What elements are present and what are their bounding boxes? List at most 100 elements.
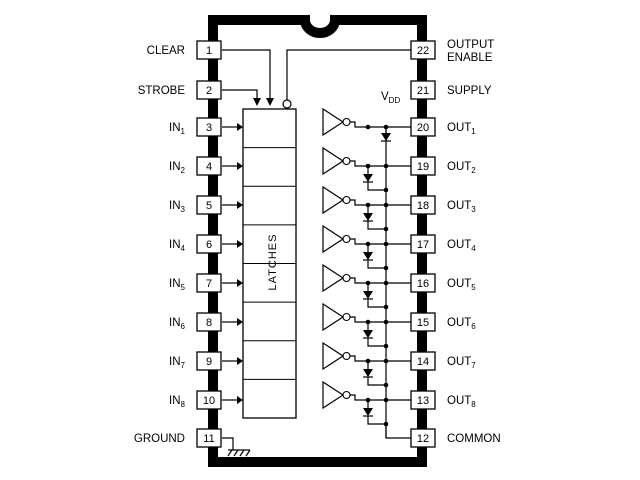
pin-number: 14 <box>417 356 429 368</box>
inverter-icon <box>322 341 345 371</box>
pin-label: OUT4 <box>447 239 476 253</box>
inverter-icon <box>322 146 345 176</box>
input-arrow-icon <box>237 396 243 404</box>
right-pin-21: 21 SUPPLY <box>410 80 492 100</box>
channel-4 <box>222 224 411 271</box>
latches-label: LATCHES <box>267 234 279 291</box>
pin-number: 19 <box>417 161 429 173</box>
pin-label: SUPPLY <box>447 85 492 97</box>
pin-number: 16 <box>417 278 429 290</box>
pin-number: 5 <box>206 200 212 212</box>
inverter-icon <box>322 263 345 293</box>
inverter-icon <box>322 185 345 215</box>
pin-number: 18 <box>417 200 429 212</box>
left-pins: 1CLEAR2STROBE3IN14IN25IN36IN47IN58IN69IN… <box>134 40 222 448</box>
output-channels <box>222 107 411 427</box>
pin-label: OUT6 <box>447 317 476 331</box>
pin-label: CLEAR <box>147 45 185 57</box>
pin-label: OUT7 <box>447 356 476 370</box>
input-arrow-icon <box>237 279 243 287</box>
right-pin-16: 16 OUT5 <box>410 273 476 293</box>
control-wiring <box>222 49 411 109</box>
right-pin-17: 17 OUT4 <box>410 234 476 254</box>
latch-block: LATCHES <box>242 108 297 419</box>
diode-icon <box>363 174 373 182</box>
pin-number: 21 <box>417 85 429 97</box>
pin-label: STROBE <box>138 85 186 97</box>
pin-label: IN6 <box>169 317 186 331</box>
diode-icon <box>363 291 373 299</box>
pin-number: 22 <box>417 45 429 57</box>
inverter-icon <box>322 380 345 410</box>
chip-body <box>208 15 427 467</box>
pin-number: 3 <box>206 122 212 134</box>
vdd-label: VDD <box>381 91 400 105</box>
right-pin-19: 19 OUT2 <box>410 156 476 176</box>
left-pin-4: 4 IN2 <box>169 156 222 176</box>
channel-1 <box>222 107 411 142</box>
pin-number: 9 <box>206 356 212 368</box>
input-arrow-icon <box>237 201 243 209</box>
pin-label: COMMON <box>447 433 501 445</box>
right-pin-15: 15 OUT6 <box>410 312 476 332</box>
channel-6 <box>222 302 411 349</box>
left-pin-11: 11 GROUND <box>134 428 222 448</box>
pin-label: OUT8 <box>447 395 476 409</box>
pin-label: OUT1 <box>447 122 476 136</box>
diode-icon <box>363 369 373 377</box>
channel-2 <box>222 146 411 193</box>
pin-number: 20 <box>417 122 429 134</box>
channel-5 <box>222 263 411 310</box>
diode-icon <box>363 213 373 221</box>
pin-label: IN7 <box>169 356 186 370</box>
diode-icon <box>363 330 373 338</box>
pin-number: 6 <box>206 239 212 251</box>
left-pin-3: 3 IN1 <box>169 117 222 137</box>
right-pin-14: 14 OUT7 <box>410 351 476 371</box>
left-pin-1: 1 CLEAR <box>147 40 222 60</box>
pin-label: OUTPUT <box>447 39 494 51</box>
pin-label: OUT3 <box>447 200 476 214</box>
pin-label: IN5 <box>169 278 186 292</box>
pin-label: OUT2 <box>447 161 476 175</box>
pin-number: 4 <box>206 161 212 173</box>
diode-icon <box>363 252 373 260</box>
pin-number: 15 <box>417 317 429 329</box>
pin-label: OUT5 <box>447 278 476 292</box>
inverter-icon <box>322 302 345 332</box>
pin-number: 12 <box>417 433 429 445</box>
pin-number: 17 <box>417 239 429 251</box>
pin-label-line2: ENABLE <box>447 52 493 64</box>
input-arrow-icon <box>237 240 243 248</box>
left-pin-2: 2 STROBE <box>138 80 222 100</box>
pin-label: IN2 <box>169 161 186 175</box>
right-pin-12: 12 COMMON <box>410 428 501 448</box>
input-arrow-icon <box>237 318 243 326</box>
pin-number: 11 <box>203 433 214 445</box>
pin-label: GROUND <box>134 433 185 445</box>
right-pin-18: 18 OUT3 <box>410 195 476 215</box>
pin-number: 2 <box>206 85 212 97</box>
pin-number: 7 <box>206 278 212 290</box>
ground-symbol <box>222 437 251 457</box>
channel-8 <box>222 380 411 427</box>
right-pin-20: 20 OUT1 <box>410 117 476 137</box>
pin-label: IN1 <box>169 122 186 136</box>
left-pin-9: 9 IN7 <box>169 351 222 371</box>
pin-number: 1 <box>206 45 212 57</box>
inverter-icon <box>322 107 345 137</box>
input-arrow-icon <box>237 123 243 131</box>
channel-3 <box>222 185 411 232</box>
pin-label: IN8 <box>169 395 186 409</box>
left-pin-7: 7 IN5 <box>169 273 222 293</box>
input-arrow-icon <box>237 357 243 365</box>
input-arrow-icon <box>237 162 243 170</box>
diode-icon <box>363 408 373 416</box>
